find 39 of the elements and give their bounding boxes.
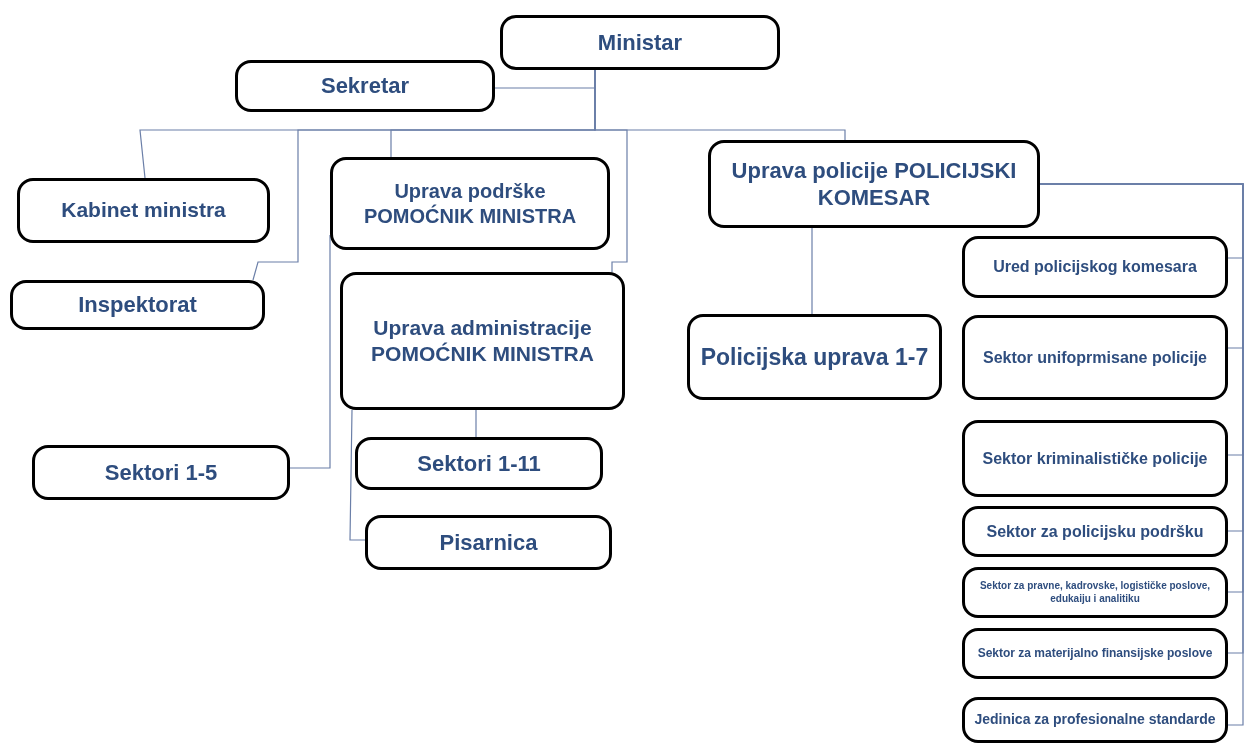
unit-name: Uprava administracije POMOĆNIK MINISTRA xyxy=(370,314,595,367)
org-box xyxy=(962,567,1228,618)
unit-name: Sektor kriminalističke policije xyxy=(982,448,1208,469)
unit-name: Sektori 1-11 xyxy=(417,449,541,478)
org-box xyxy=(962,628,1228,679)
unit-name: Sekretar xyxy=(320,72,410,100)
connector-line xyxy=(349,409,366,541)
org-box xyxy=(962,236,1228,298)
unit-name: Sektor za policijsku podršku xyxy=(986,521,1204,542)
org-box xyxy=(355,437,603,490)
org-box xyxy=(340,272,625,410)
org-box xyxy=(365,515,612,570)
org-box xyxy=(235,60,495,112)
org-box xyxy=(330,157,610,250)
unit-name: Policijska uprava 1-7 xyxy=(700,342,929,372)
org-box xyxy=(32,445,290,500)
unit-name: Sektor za materijalno finansijske poslove xyxy=(977,646,1213,661)
unit-name: Ured policijskog komesara xyxy=(993,257,1197,277)
connector-line xyxy=(475,409,477,438)
unit-name: Sektor unifoprmisane policije xyxy=(982,347,1207,368)
org-box xyxy=(962,420,1228,497)
unit-name: Pisarnica xyxy=(439,528,538,557)
unit-name: Jedinica za profesionalne standarde xyxy=(974,711,1216,729)
org-box xyxy=(708,140,1040,228)
unit-name: Kabinet ministra xyxy=(61,197,226,224)
unit-name: Sektor za pravne, kadrovske, logističke poslove, edukaiju i analitiku xyxy=(978,580,1212,605)
org-box xyxy=(962,697,1228,743)
connector-line xyxy=(811,227,813,315)
org-box xyxy=(962,315,1228,400)
org-box xyxy=(500,15,780,70)
unit-name: Ministar xyxy=(597,28,683,57)
org-box xyxy=(687,314,942,400)
org-box xyxy=(17,178,270,243)
unit-name: Inspektorat xyxy=(78,291,197,319)
unit-name: Sektori 1-5 xyxy=(104,458,218,487)
org-box xyxy=(10,280,265,330)
unit-name: Uprava podrške POMOĆNIK MINISTRA xyxy=(362,178,578,229)
org-box xyxy=(962,506,1228,557)
unit-name: Uprava policije POLICIJSKI KOMESAR xyxy=(730,156,1018,212)
